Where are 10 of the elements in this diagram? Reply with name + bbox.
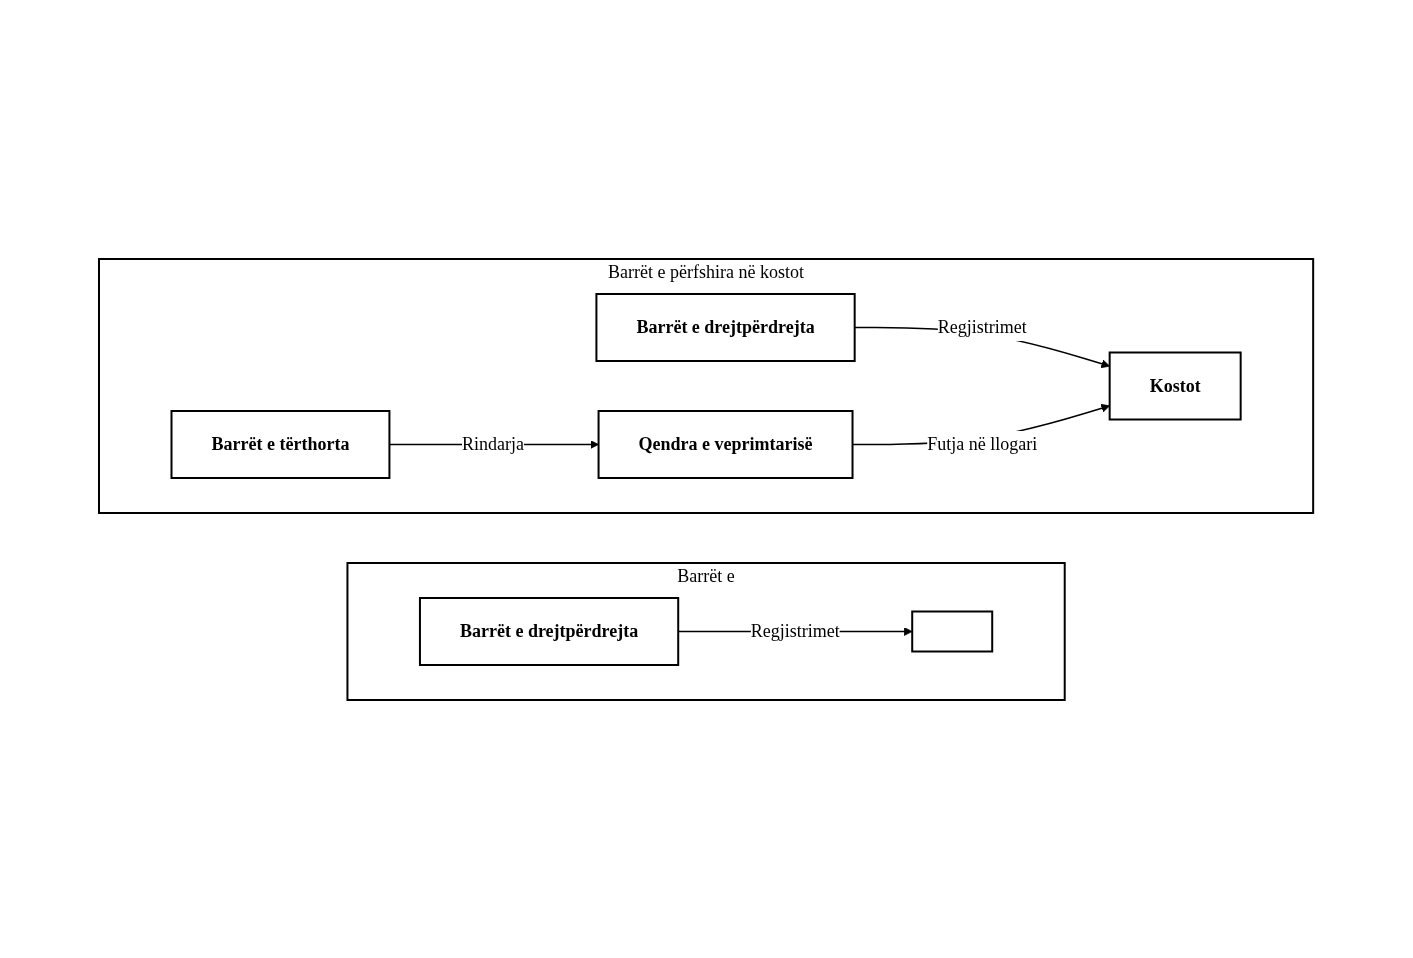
node-box [911, 610, 994, 652]
node-box: Qendra e veprimtarisë [598, 409, 854, 479]
edge-label: Regjistrimet [938, 316, 1028, 337]
edge-label: Futja në llogari [927, 433, 1038, 454]
edge-label: Regjistrimet [751, 620, 841, 641]
edge-label: Rindarja [462, 433, 525, 454]
node-box: Kostot [1109, 351, 1243, 420]
node-box: Barrët e drejtpërdrejta [419, 596, 680, 666]
node-box: Barrët e tërthorta [170, 409, 391, 479]
node-box: Barrët e drejtpërdrejta [595, 292, 857, 362]
